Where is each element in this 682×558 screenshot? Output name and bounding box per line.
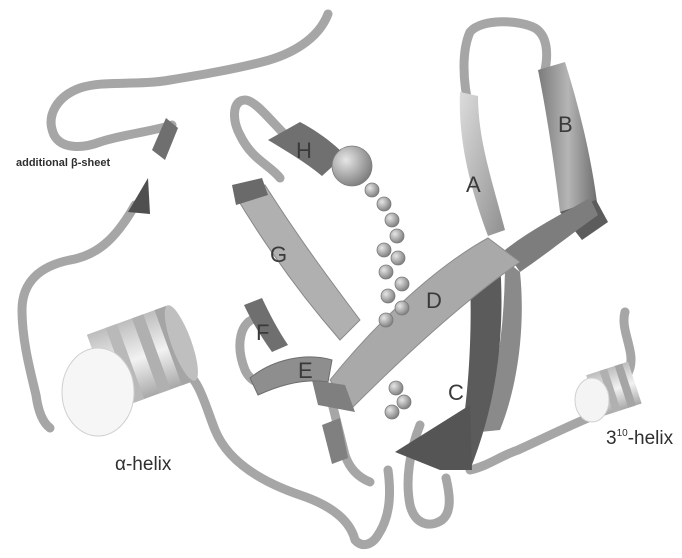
alpha-helix-label: α-helix — [115, 454, 172, 475]
strand-g-label: G — [270, 242, 287, 267]
strand-bottom-small — [322, 418, 348, 464]
strand-a-label: A — [466, 172, 481, 197]
strand-f-label: F — [256, 320, 269, 345]
strand-h-label: H — [296, 138, 312, 163]
strand-e-label: E — [298, 358, 313, 383]
strand-c-label: C — [448, 380, 464, 405]
strand-b-label: B — [558, 112, 573, 137]
additional-beta-sheet-label: additional β-sheet — [16, 157, 110, 169]
helix-310-label: 310-helix — [606, 428, 674, 449]
coil-top-left — [51, 14, 328, 146]
strand-d-label: D — [426, 288, 442, 313]
strand-a — [460, 92, 505, 236]
ion-sphere-large — [332, 146, 372, 186]
alpha-helix-cylinder — [62, 302, 204, 436]
alpha-helix-end-cap — [62, 348, 134, 436]
